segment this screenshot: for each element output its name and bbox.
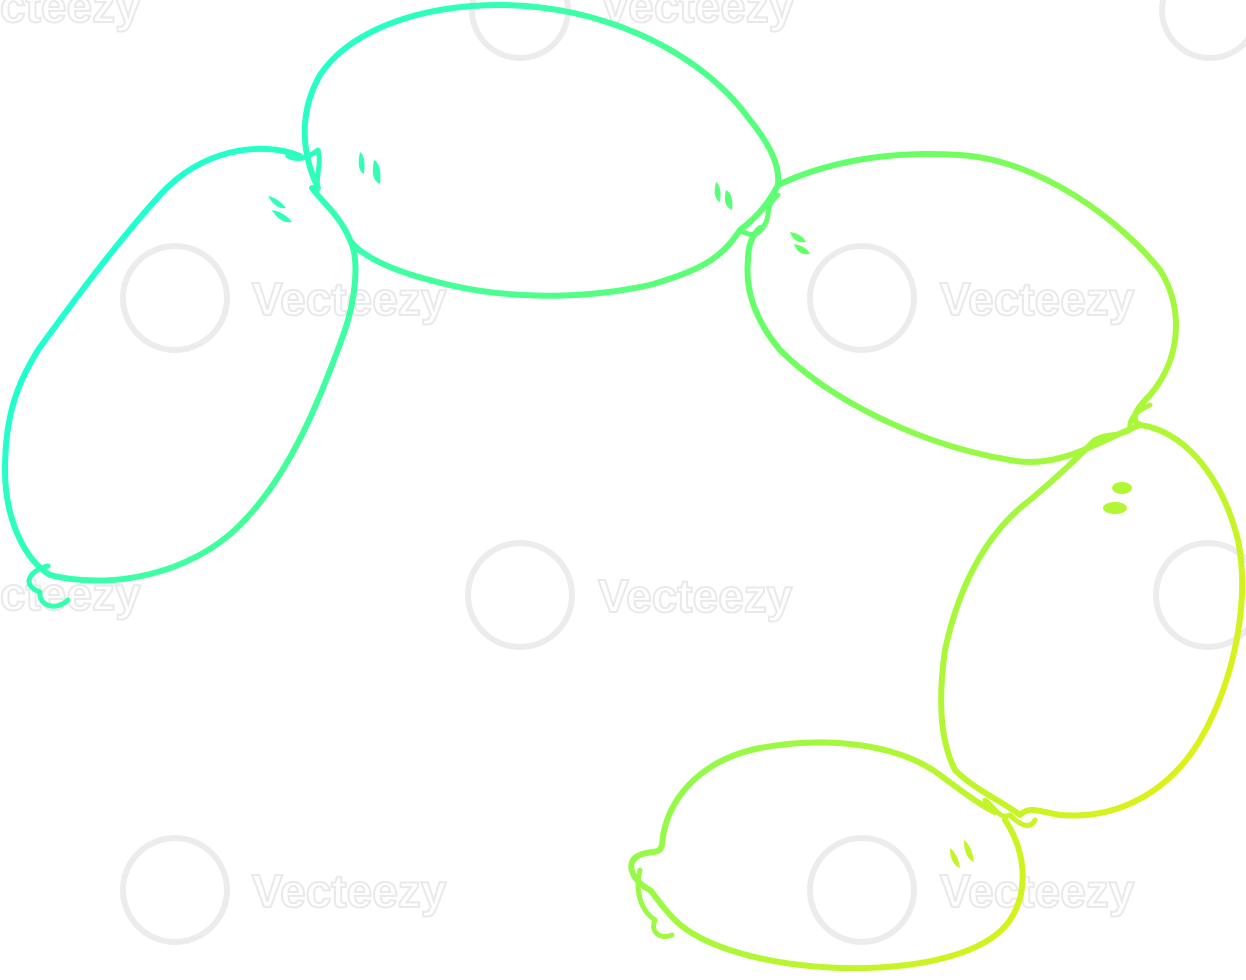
sausage-2 — [301, 2, 782, 299]
sausage-4 — [938, 422, 1246, 819]
highlight-mark — [372, 160, 381, 184]
vecteezy-v-logo-icon — [120, 835, 230, 945]
highlight-mark — [964, 840, 974, 862]
watermark-layer: cteezy Vecteezy Vecteezy Vecteezy cteezy… — [0, 0, 1246, 945]
sausage-5-left-tip — [635, 867, 675, 939]
highlight-mark — [268, 196, 286, 209]
sausage-5-right-knot — [982, 797, 1038, 828]
watermark-text: cteezy — [0, 0, 141, 32]
highlight-mark — [358, 152, 365, 174]
highlight-mark — [1112, 482, 1132, 494]
highlight-mark — [794, 244, 810, 255]
vecteezy-v-logo-icon — [1153, 540, 1246, 650]
watermark-text: Vecteezy — [940, 273, 1135, 325]
watermark-text: cteezy — [0, 568, 141, 620]
sausage-1 — [2, 145, 359, 584]
vecteezy-v-logo-icon — [807, 835, 917, 945]
highlight-mark — [790, 232, 806, 243]
sausage-3-left-knot — [737, 192, 781, 237]
sausage-2-left-knot — [285, 147, 322, 191]
highlight-mark — [724, 190, 733, 210]
highlight-mark — [1103, 502, 1127, 514]
sausage-4-top-knot — [1092, 402, 1153, 443]
watermark-text: Vecteezy — [598, 570, 793, 622]
vecteezy-v-logo-icon — [807, 243, 917, 353]
vecteezy-v-logo-icon — [120, 243, 230, 353]
highlight-mark — [714, 182, 721, 202]
watermark-text: Vecteezy — [600, 0, 795, 32]
vecteezy-v-logo-icon — [1159, 0, 1246, 61]
sausage-1-left-tip — [26, 563, 71, 609]
watermark-text: Vecteezy — [252, 865, 447, 917]
highlight-mark — [950, 848, 960, 868]
highlight-mark — [272, 210, 292, 223]
watermark-text: Vecteezy — [940, 865, 1135, 917]
vecteezy-v-logo-icon — [465, 540, 575, 650]
